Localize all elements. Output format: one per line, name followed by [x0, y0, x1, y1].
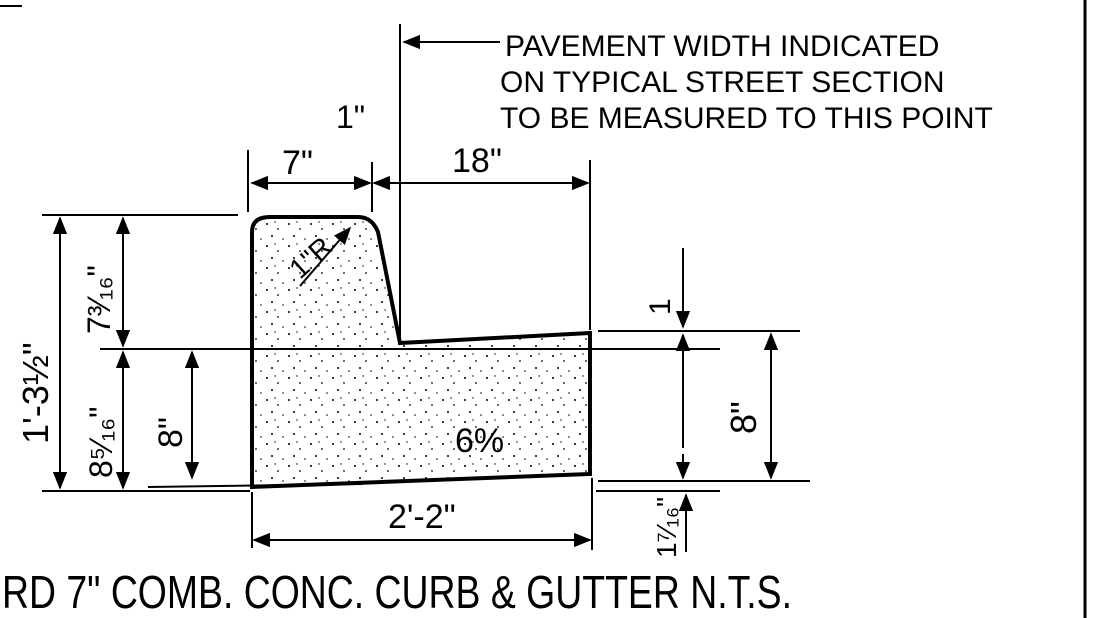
dim-label-lower-height: 8⁵⁄₁₆"	[83, 407, 119, 478]
curb-gutter-outline	[250, 215, 592, 490]
dim-label-overall-width: 2'-2"	[388, 498, 456, 536]
radius-arrow	[299, 226, 352, 287]
dim-label-top-clearance: 1"	[336, 99, 365, 135]
note-line-3: TO BE MEASURED TO THIS POINT	[500, 102, 993, 135]
note-line-2: ON TYPICAL STREET SECTION	[500, 66, 945, 99]
dim-label-overall-height: 1'-3½"	[15, 342, 56, 444]
dim-label-curb-top-width: 7"	[282, 144, 313, 182]
dim-label-gutter-width: 18"	[452, 142, 502, 180]
dim-label-right-height: 8"	[723, 401, 764, 434]
slope-label: 6%	[455, 422, 504, 460]
drawing-caption: RD 7" COMB. CONC. CURB & GUTTER N.T.S.	[2, 566, 792, 618]
note-line-1: PAVEMENT WIDTH INDICATED	[505, 30, 939, 63]
base-line-left	[147, 483, 363, 488]
dim-label-bottom-offset: 1⁷⁄₁₆"	[651, 497, 682, 558]
dim-label-upper-height: 7³⁄₁₆"	[81, 265, 117, 334]
dim-label-inner-height: 8"	[152, 417, 190, 448]
dim-label-right-small: 1	[644, 298, 677, 315]
